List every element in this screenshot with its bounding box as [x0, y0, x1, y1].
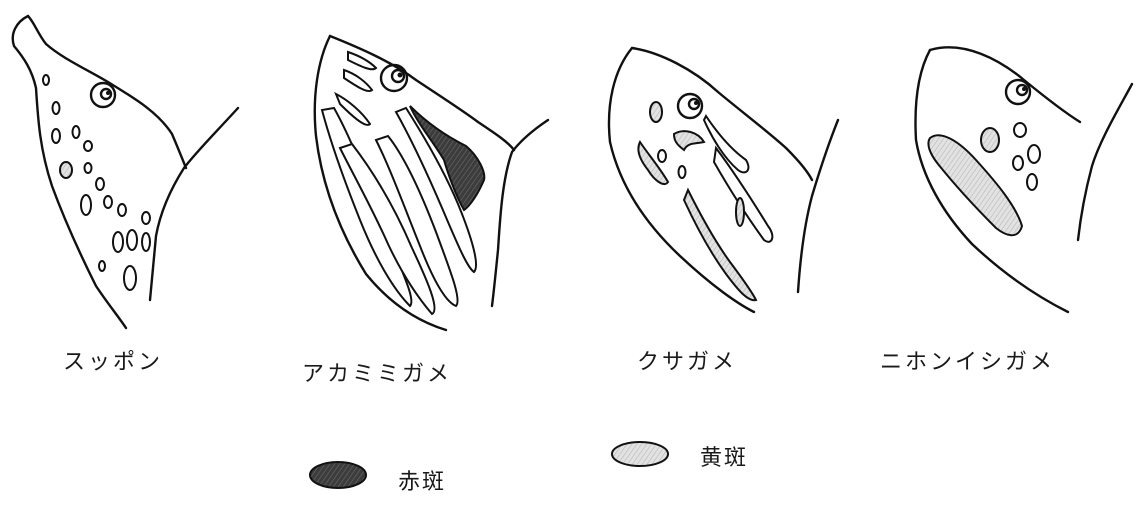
softshell-head-drawing [13, 16, 238, 328]
japanese-pond-turtle-head-drawing [916, 47, 1132, 312]
legend-label-yellow-spot: 黄斑 [700, 440, 748, 472]
species-label-softshell: スッポン [63, 344, 163, 376]
red-spot-swatch [310, 462, 366, 488]
red-eared-slider-head-drawing [315, 36, 548, 330]
species-label-japanese-pond-turtle: ニホンイシガメ [880, 344, 1055, 376]
legend-label-red-spot: 赤斑 [398, 464, 446, 496]
yellow-spot-swatch [612, 442, 668, 466]
species-label-red-eared-slider: アカミミガメ [302, 356, 452, 388]
species-label-reeves-turtle: クサガメ [637, 344, 737, 376]
reeves-turtle-head-drawing [609, 48, 838, 312]
